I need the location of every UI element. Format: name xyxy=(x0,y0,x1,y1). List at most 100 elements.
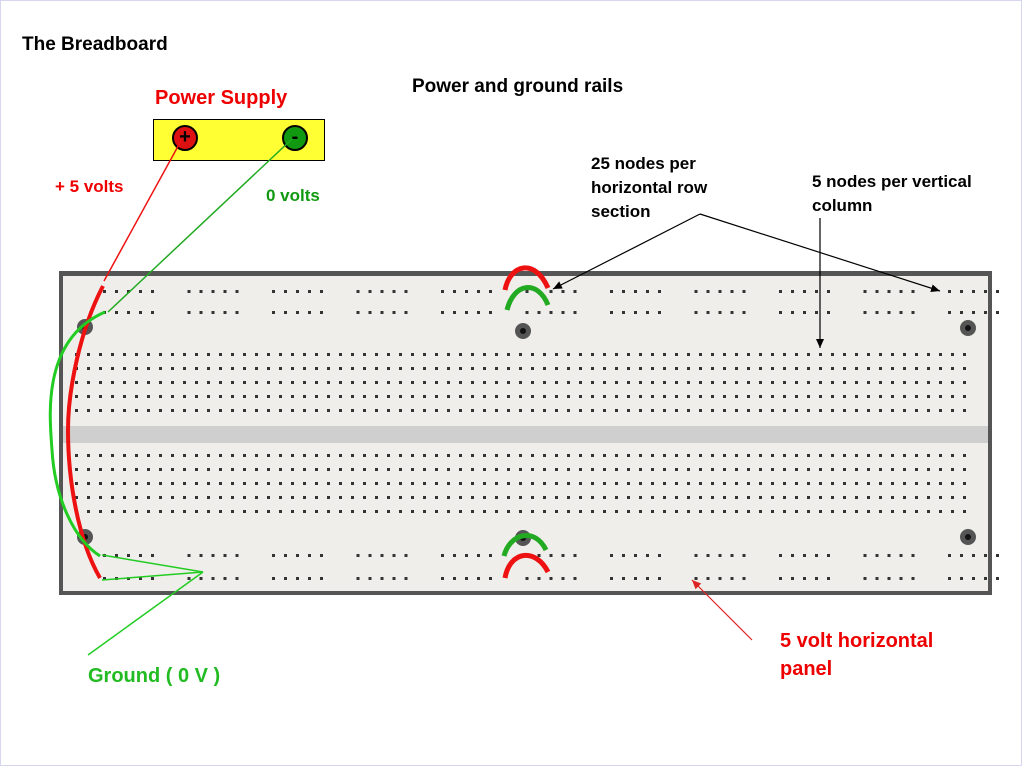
terminal-hole xyxy=(963,510,966,513)
terminal-hole xyxy=(867,353,870,356)
terminal-hole xyxy=(699,510,702,513)
terminal-hole xyxy=(639,468,642,471)
terminal-hole xyxy=(507,482,510,485)
terminal-hole xyxy=(495,409,498,412)
rail-hole xyxy=(187,554,191,557)
terminal-hole xyxy=(495,381,498,384)
rail-hole xyxy=(489,554,492,557)
terminal-hole xyxy=(651,367,654,370)
rail-hole xyxy=(742,554,746,557)
terminal-hole xyxy=(723,353,726,356)
terminal-hole xyxy=(363,409,366,412)
terminal-hole xyxy=(219,367,222,370)
rail-hole xyxy=(875,290,879,293)
rail-hole xyxy=(103,290,106,293)
terminal-hole xyxy=(543,381,546,384)
terminal-hole xyxy=(219,395,222,398)
terminal-hole xyxy=(303,409,306,412)
terminal-hole xyxy=(339,468,342,471)
terminal-hole xyxy=(231,496,234,499)
rail-hole xyxy=(610,311,613,314)
terminal-hole xyxy=(399,367,402,370)
rail-hole xyxy=(489,577,492,580)
terminal-hole xyxy=(735,367,738,370)
terminal-hole xyxy=(543,395,546,398)
rail-hole xyxy=(235,577,239,580)
terminal-hole xyxy=(195,510,198,513)
terminal-hole xyxy=(375,468,378,471)
terminal-hole xyxy=(939,353,942,356)
terminal-hole xyxy=(471,381,474,384)
rail-hole xyxy=(187,577,191,580)
rail-hole xyxy=(477,554,480,557)
terminal-hole xyxy=(891,454,894,457)
negative-terminal-icon: - xyxy=(282,125,308,151)
terminal-hole xyxy=(171,367,174,370)
terminal-hole xyxy=(459,395,462,398)
terminal-hole xyxy=(711,510,714,513)
terminal-hole xyxy=(483,468,486,471)
rail-hole xyxy=(525,311,529,314)
terminal-hole xyxy=(195,395,198,398)
rail-hole xyxy=(634,311,637,314)
terminal-hole xyxy=(651,510,654,513)
terminal-hole xyxy=(207,468,210,471)
terminal-hole xyxy=(855,454,858,457)
terminal-hole xyxy=(651,482,654,485)
terminal-hole xyxy=(423,353,426,356)
terminal-hole xyxy=(891,353,894,356)
terminal-hole xyxy=(867,409,870,412)
rail-hole xyxy=(356,311,360,314)
terminal-hole xyxy=(531,367,534,370)
terminal-hole xyxy=(495,454,498,457)
terminal-hole xyxy=(159,395,162,398)
rail-hole xyxy=(863,577,867,580)
terminal-hole xyxy=(291,381,294,384)
rail-hole xyxy=(284,554,287,557)
rail-hole xyxy=(622,577,625,580)
terminal-hole xyxy=(543,496,546,499)
terminal-hole xyxy=(699,353,702,356)
terminal-hole xyxy=(519,482,522,485)
terminal-hole xyxy=(279,381,282,384)
terminal-hole xyxy=(735,496,738,499)
terminal-hole xyxy=(855,395,858,398)
rail-hole xyxy=(465,577,468,580)
terminal-hole xyxy=(531,353,534,356)
rail-hole xyxy=(911,577,915,580)
rail-hole xyxy=(489,311,492,314)
terminal-hole xyxy=(399,454,402,457)
terminal-hole xyxy=(183,510,186,513)
terminal-hole xyxy=(471,353,474,356)
terminal-hole xyxy=(327,482,330,485)
terminal-hole xyxy=(507,353,510,356)
rail-hole xyxy=(948,554,951,557)
terminal-hole xyxy=(735,510,738,513)
rail-hole xyxy=(272,554,275,557)
rail-hole xyxy=(827,290,830,293)
terminal-hole xyxy=(555,367,558,370)
terminal-hole xyxy=(699,409,702,412)
terminal-hole xyxy=(291,496,294,499)
terminal-hole xyxy=(231,468,234,471)
terminal-hole xyxy=(879,381,882,384)
terminal-hole xyxy=(231,454,234,457)
terminal-hole xyxy=(519,454,522,457)
terminal-hole xyxy=(627,353,630,356)
terminal-hole xyxy=(951,367,954,370)
terminal-hole xyxy=(75,482,78,485)
terminal-hole xyxy=(267,510,270,513)
rail-hole xyxy=(658,290,661,293)
terminal-hole xyxy=(423,510,426,513)
terminal-hole xyxy=(591,454,594,457)
terminal-hole xyxy=(399,353,402,356)
terminal-hole xyxy=(87,353,90,356)
rail-hole xyxy=(272,577,275,580)
rail-hole xyxy=(127,311,130,314)
rail-hole xyxy=(441,577,444,580)
terminal-hole xyxy=(207,510,210,513)
terminal-hole xyxy=(135,482,138,485)
terminal-hole xyxy=(303,468,306,471)
rail-hole xyxy=(863,311,867,314)
terminal-hole xyxy=(471,395,474,398)
